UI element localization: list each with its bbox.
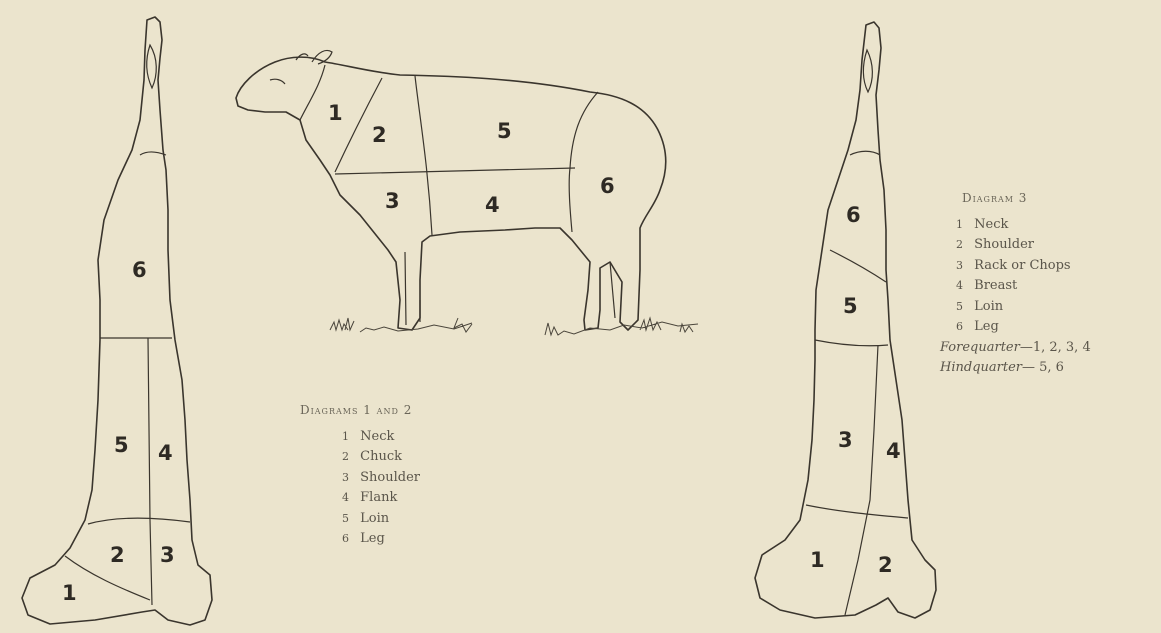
right-label-4: 4 <box>886 439 901 463</box>
left-label-3: 3 <box>160 543 175 567</box>
left-carcass-diagram: 6 5 4 2 3 1 <box>22 17 212 625</box>
legend-item: 5 Loin <box>342 509 420 530</box>
legend-diagrams-1-2: Diagrams 1 and 2 1 Neck 2 Chuck 3 Should… <box>300 400 420 550</box>
sheep-label-2: 2 <box>372 123 387 147</box>
legend-item: 5 Loin <box>956 297 1091 318</box>
left-label-4: 4 <box>158 441 173 465</box>
sheep-label-4: 4 <box>485 193 500 217</box>
legend-item: 3 Shoulder <box>342 468 420 489</box>
sheep-label-1: 1 <box>328 101 343 125</box>
left-label-2: 2 <box>110 543 125 567</box>
sheep-label-3: 3 <box>385 189 400 213</box>
legend-diagram-3: Diagram 3 1 Neck 2 Shoulder 3 Rack or Ch… <box>940 188 1091 379</box>
left-label-6: 6 <box>132 258 147 282</box>
right-label-6: 6 <box>846 203 861 227</box>
legend-item: 1 Neck <box>342 427 420 448</box>
left-label-1: 1 <box>62 581 77 605</box>
sheep-diagram: 1 2 5 6 3 4 <box>236 50 698 335</box>
right-label-1: 1 <box>810 548 825 572</box>
left-label-5: 5 <box>114 433 129 457</box>
right-carcass-diagram: 6 5 3 4 1 2 <box>755 22 936 618</box>
legend-item: 3 Rack or Chops <box>956 256 1091 277</box>
right-label-5: 5 <box>843 294 858 318</box>
legend-item: 6 Leg <box>342 529 420 550</box>
right-label-3: 3 <box>838 428 853 452</box>
legend-title: Diagram 3 <box>940 188 1091 209</box>
hindquarter-note: Hindquarter— 5, 6 <box>940 358 1091 379</box>
legend-item: 6 Leg <box>956 317 1091 338</box>
sheep-label-5: 5 <box>497 119 512 143</box>
legend-item: 1 Neck <box>956 215 1091 236</box>
legend-item: 2 Shoulder <box>956 235 1091 256</box>
legend-item: 2 Chuck <box>342 447 420 468</box>
legend-item: 4 Breast <box>956 276 1091 297</box>
sheep-label-6: 6 <box>600 174 615 198</box>
legend-title: Diagrams 1 and 2 <box>300 400 420 421</box>
legend-item: 4 Flank <box>342 488 420 509</box>
forequarter-note: Forequarter—1, 2, 3, 4 <box>940 338 1091 359</box>
right-label-2: 2 <box>878 553 893 577</box>
